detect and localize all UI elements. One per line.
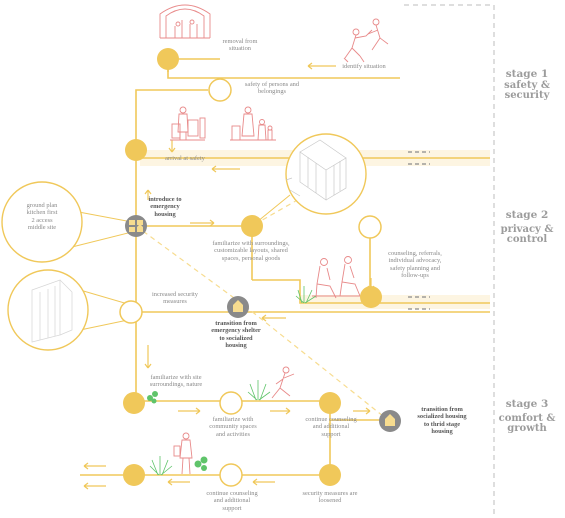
label-continue-1: continue counseling and additional suppo… — [305, 416, 357, 438]
running-figures-icon — [343, 18, 389, 63]
band-dash-marks — [408, 151, 430, 310]
node-continue-2 — [219, 463, 243, 487]
label-familiarize: familiarize with surroundings, customiza… — [212, 240, 290, 262]
plant-icon-2 — [147, 391, 158, 404]
label-introduce: introduce to emergency housing — [148, 196, 182, 218]
people-with-luggage-icon — [170, 106, 206, 141]
node-familiarize-site — [123, 392, 145, 414]
label-counseling: counseling, referrals, individual advoca… — [388, 250, 442, 280]
plant-icon-5 — [194, 456, 208, 471]
label-safety-persons: safety of persons and belongings — [244, 81, 300, 96]
stage-2-name: privacy & control — [500, 224, 554, 245]
label-ground-plan: ground plan kitchen first 2 access middl… — [26, 202, 58, 232]
zoom-circle-ground-plan — [1, 181, 133, 263]
band-stage2-security — [300, 295, 490, 309]
node-increased-security — [119, 300, 143, 324]
archway-icon — [159, 4, 211, 39]
node-stage2-end — [360, 286, 382, 308]
plant-icon-4 — [149, 456, 173, 476]
label-increased-security: increased security measures — [152, 291, 198, 306]
node-arrival — [125, 139, 147, 161]
node-safety-persons — [208, 78, 232, 102]
runner-icon — [271, 366, 295, 399]
plant-icon-3 — [247, 380, 271, 401]
node-counseling — [358, 215, 382, 239]
label-security-loosened: security measures are loosened — [302, 490, 358, 505]
stage-2-number: stage 2 — [505, 209, 549, 221]
label-removal: removal from situation — [222, 38, 258, 53]
plant-icon — [295, 286, 317, 304]
label-arrival: arrival at safety — [165, 155, 205, 162]
stage-3-number: stage 3 — [505, 398, 549, 410]
label-continue-2: continue counseling and additional suppo… — [206, 490, 258, 512]
label-transition-third: transition from socialized housing to th… — [417, 406, 467, 436]
house-icon-3 — [385, 414, 395, 426]
house-icon — [129, 220, 143, 232]
node-community — [219, 391, 243, 415]
label-community: familiarize with community spaces and ac… — [209, 416, 257, 438]
zoom-circle-security — [7, 269, 129, 351]
label-familiarize-site: familiarize with site surroundings, natu… — [149, 374, 203, 389]
house-icon-2 — [233, 300, 243, 312]
flow-arrows — [83, 62, 375, 490]
node-familiarize — [241, 215, 263, 237]
label-transition-social: transition from emergency shelter to soc… — [211, 320, 261, 350]
label-identify: identify situation — [342, 63, 386, 70]
node-security-loosened — [319, 464, 341, 486]
node-introduce — [125, 215, 147, 237]
wall-sketch-icon — [285, 139, 347, 201]
node-removal — [157, 48, 179, 70]
stage-1-name: safety & security — [504, 80, 550, 101]
stage-1-number: stage 1 — [505, 68, 549, 80]
family-icon — [230, 106, 276, 141]
zoom-circle-wall-sketch — [251, 133, 367, 227]
stage-3-name: comfort & growth — [498, 413, 556, 434]
person-with-bag-icon — [173, 432, 193, 475]
node-end — [123, 464, 145, 486]
seated-women-icon — [312, 256, 362, 299]
node-continue-1 — [319, 392, 341, 414]
